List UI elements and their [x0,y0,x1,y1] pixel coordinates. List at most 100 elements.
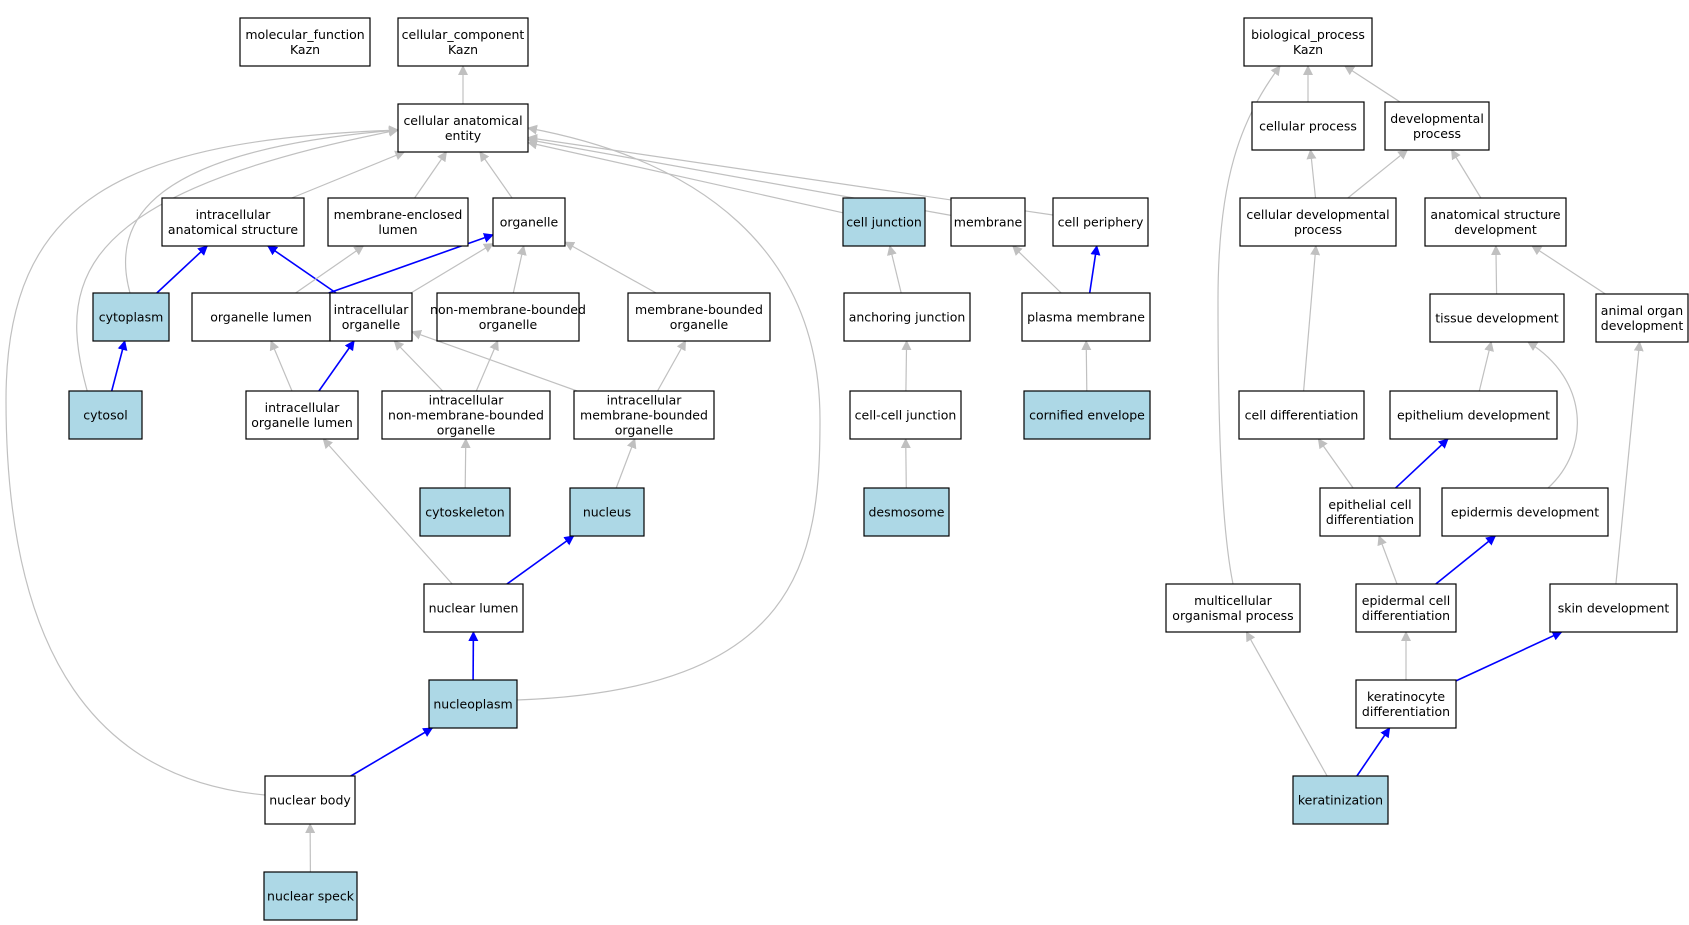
node-box [1441,487,1609,537]
node-box [1239,197,1397,247]
node-box [1292,775,1389,825]
node-desmo: desmosome [863,487,950,537]
node-label: organelle lumen [210,310,312,325]
node-box [397,103,529,153]
node-box [1549,583,1678,633]
node-label: multicellular [1194,593,1273,608]
node-label: process [1294,222,1342,237]
node-label: organelle [479,317,538,332]
edge-nb-to-nucleo [350,727,434,777]
node-label: differentiation [1362,704,1450,719]
node-label: cellular developmental [1246,207,1389,222]
node-nucleo: nucleoplasm [428,679,518,729]
node-box [843,292,971,342]
node-label: Kazn [448,42,478,57]
node-label: organelle [342,317,401,332]
node-label: nucleoplasm [433,697,512,712]
node-label: membrane [954,215,1023,230]
node-box [1023,390,1151,440]
edge-kd-to-sd [1455,631,1563,682]
edge-sd-to-aod [1615,341,1644,585]
node-label: skin development [1558,601,1670,616]
edge-epcd-to-epd [1435,535,1497,585]
node-box [423,583,524,633]
node-label: anchoring junction [849,310,966,325]
node-label: nuclear body [269,793,351,808]
node-pm: plasma membrane [1021,292,1151,342]
node-label: cell junction [846,215,922,230]
node-inmbo: intracellularnon-membrane-boundedorganel… [381,390,551,440]
node-box [842,197,926,247]
node-nl: nuclear lumen [423,583,524,633]
edge-ecd-to-ed [1395,438,1449,489]
edge-cd-to-cdp [1303,245,1321,392]
edge-cytosk-to-inmbo [460,438,471,489]
node-label: organelle [615,423,674,438]
node-label: cytoplasm [99,310,164,325]
node-label: Kazn [1293,42,1323,57]
node-label: anatomical structure [168,222,298,237]
node-box [573,390,715,440]
node-cellp: cellular process [1251,101,1365,151]
node-label: cell-cell junction [855,408,957,423]
node-orglum: organelle lumen [191,292,331,342]
node-box [1021,292,1151,342]
edge-epcd-to-ecd [1377,535,1398,585]
node-label: cellular_component [402,27,525,42]
node-label: organelle [670,317,729,332]
node-label: membrane-enclosed [334,207,463,222]
node-label: epithelial cell [1328,497,1411,512]
node-label: organelle [500,215,559,230]
node-label: nuclear speck [267,889,355,904]
node-nuc: nucleus [569,487,645,537]
node-cj: cell junction [842,197,926,247]
node-label: cellular process [1259,119,1357,134]
node-label: anatomical structure [1430,207,1560,222]
edge-pm-to-mem [1012,245,1062,294]
node-label: cellular anatomical [403,113,522,128]
node-box [1251,101,1365,151]
edge-io-to-ias [267,245,337,294]
node-cd: cell differentiation [1238,390,1365,440]
node-label: membrane-bounded [635,302,763,317]
node-label: development [1454,222,1537,237]
node-box [1165,583,1301,633]
edge-mbo-to-org [564,241,657,294]
edge-ccj-to-aj [901,340,912,392]
node-cytosol: cytosol [68,390,143,440]
edge-ker-to-kd [1356,727,1391,777]
node-box [1052,197,1149,247]
node-label: non-membrane-bounded [388,408,544,423]
node-box [263,871,358,921]
edge-ed-to-td [1478,341,1494,392]
node-label: intracellular [334,302,410,317]
node-box [1243,17,1373,67]
edge-ker-to-mop [1245,631,1328,777]
node-cyto: cytoplasm [92,292,170,342]
edge-cdp-to-cellp [1306,149,1317,199]
edge-inmbo-to-nmbo [475,340,499,392]
edge-mel-to-cae [414,151,447,199]
edge-iol-to-orglum [269,340,293,392]
edge-ecd-to-cd [1317,438,1354,489]
node-box [1424,197,1567,247]
node-ce: cornified envelope [1023,390,1151,440]
node-label: entity [445,128,482,143]
node-box [68,390,143,440]
edge-cytosol-to-cae [76,126,399,416]
node-box [327,197,469,247]
edge-inmbo-to-io [393,340,444,392]
node-td: tissue development [1429,293,1565,343]
node-box [239,17,371,67]
